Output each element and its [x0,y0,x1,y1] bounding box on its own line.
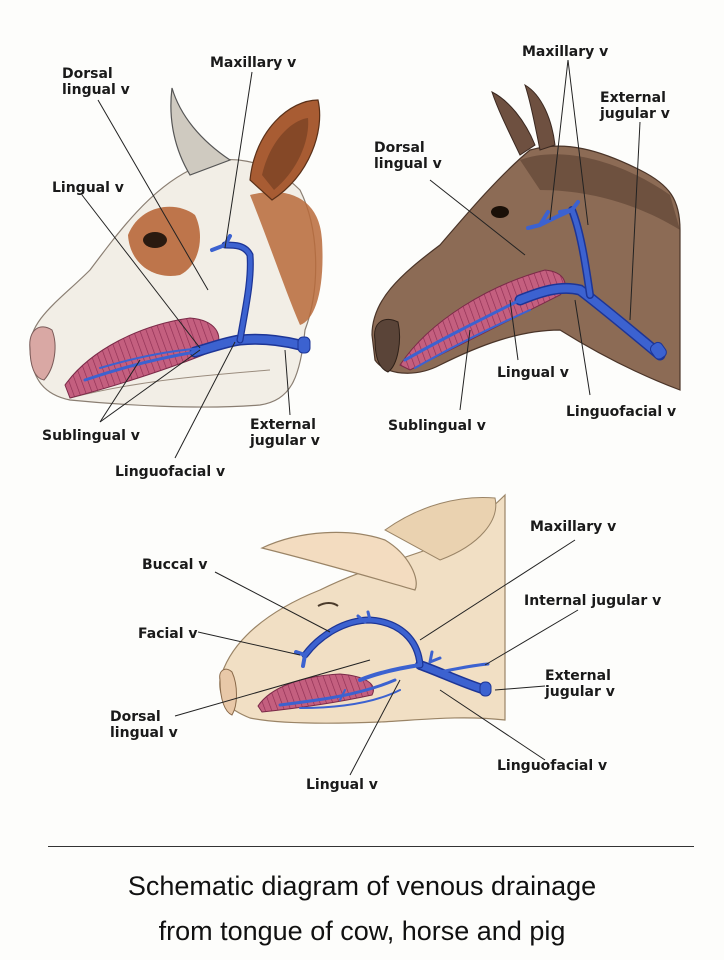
caption-divider [48,846,694,847]
cow-label-external-jugular-line1: External [250,417,316,433]
horse-label-external-jugular-line1: External [600,90,666,106]
caption-line-2: from tongue of cow, horse and pig [158,916,566,946]
pig-label-linguofacial: Linguofacial v [497,758,608,774]
pig-label-internal-jugular: Internal jugular v [524,593,662,609]
pig-label-lingual: Lingual v [306,777,378,793]
pig-ear [260,531,417,591]
pig-label-buccal: Buccal v [142,557,208,573]
cow-muzzle [29,326,56,381]
cow-veins [83,234,311,382]
horse-label-external-jugular-line2: jugular v [600,106,670,122]
pig-illustration [219,493,506,724]
pig-label-maxillary: Maxillary v [530,519,617,535]
pig-label-dorsal-lingual-line1: Dorsal [110,709,161,725]
pig-ear-back [384,497,497,561]
horse-label-dorsal-lingual-line1: Dorsal [374,140,425,156]
cow-illustration [29,87,323,408]
cow-label-dorsal-lingual-line1: Dorsal [62,66,113,82]
horse-illustration [371,83,681,391]
horse-label-dorsal-lingual: Dorsal lingual v [374,140,442,172]
cow-label-dorsal-lingual-line2: lingual v [62,82,130,98]
cow-label-external-jugular-line2: jugular v [250,433,320,449]
pig-veins [278,610,492,709]
cow-label-lingual: Lingual v [52,180,124,196]
horse-label-dorsal-lingual-line2: lingual v [374,156,442,172]
leader-lines [81,59,641,776]
caption-line-1: Schematic diagram of venous drainage [127,871,597,901]
horse-label-sublingual: Sublingual v [388,418,486,434]
pig-label-facial: Facial v [138,626,198,642]
pig-tongue [257,673,374,713]
horse-ear-left [491,91,536,156]
cow-neck-patch [250,192,323,325]
cow-label-external-jugular: External jugular v [250,417,320,449]
cow-label-maxillary: Maxillary v [210,55,297,71]
cow-eye [143,232,167,248]
pig-label-external-jugular: External jugular v [545,668,615,700]
horse-veins [403,200,667,369]
horse-label-lingual: Lingual v [497,365,569,381]
horse-label-linguofacial: Linguofacial v [566,404,677,420]
pig-eye [317,602,339,607]
pig-label-external-jugular-line2: jugular v [545,684,615,700]
cow-label-dorsal-lingual: Dorsal lingual v [62,66,130,98]
pig-snout [219,668,237,716]
cow-label-linguofacial: Linguofacial v [115,464,226,480]
pig-label-dorsal-lingual-line2: lingual v [110,725,178,741]
pig-label-external-jugular-line1: External [545,668,611,684]
cow-horn [170,87,232,176]
horse-muzzle [374,318,401,373]
horse-ear-right [524,83,556,151]
horse-eye [491,206,509,218]
horse-label-external-jugular: External jugular v [600,90,670,122]
cow-label-sublingual: Sublingual v [42,428,140,444]
horse-label-maxillary: Maxillary v [522,44,609,60]
pig-label-dorsal-lingual: Dorsal lingual v [110,709,178,741]
